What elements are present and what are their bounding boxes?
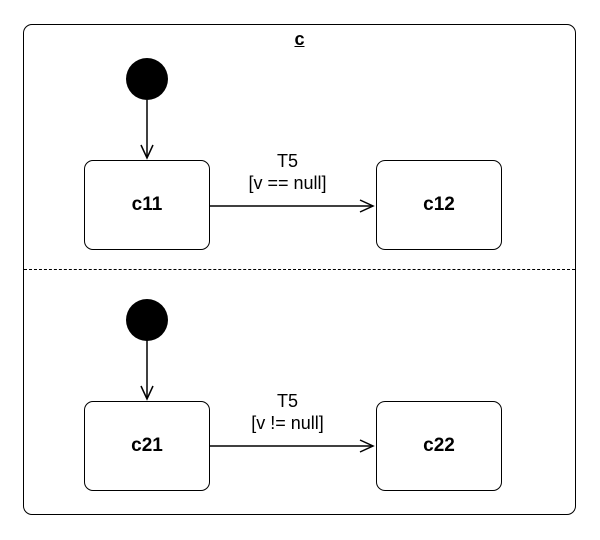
transition-name: T5 [276, 391, 298, 411]
region-separator [24, 269, 575, 270]
initial-transition-region-1-arrowhead [140, 144, 154, 160]
composite-state-c: c [23, 24, 576, 515]
transition-c21-to-c22-arrowhead [359, 439, 375, 453]
state-c11-label: c11 [131, 194, 163, 215]
state-c22-label: c22 [423, 435, 455, 456]
transition-label-region-1: T5 [v == null] [215, 150, 360, 194]
initial-transition-region-2-arrowhead [140, 385, 154, 401]
transition-guard: [v == null] [248, 173, 327, 193]
state-c22[interactable]: c22 [376, 401, 502, 491]
state-c11[interactable]: c11 [84, 160, 210, 250]
initial-pseudostate-region-1 [126, 58, 168, 100]
composite-state-title: c [294, 29, 305, 49]
state-c21[interactable]: c21 [84, 401, 210, 491]
state-c21-label: c21 [131, 435, 163, 456]
state-c12-label: c12 [423, 194, 455, 215]
state-c12[interactable]: c12 [376, 160, 502, 250]
transition-guard: [v != null] [251, 413, 324, 433]
initial-pseudostate-region-2 [126, 299, 168, 341]
transition-name: T5 [276, 151, 298, 171]
transition-label-region-2: T5 [v != null] [215, 390, 360, 434]
transition-c11-to-c12-arrowhead [359, 199, 375, 213]
